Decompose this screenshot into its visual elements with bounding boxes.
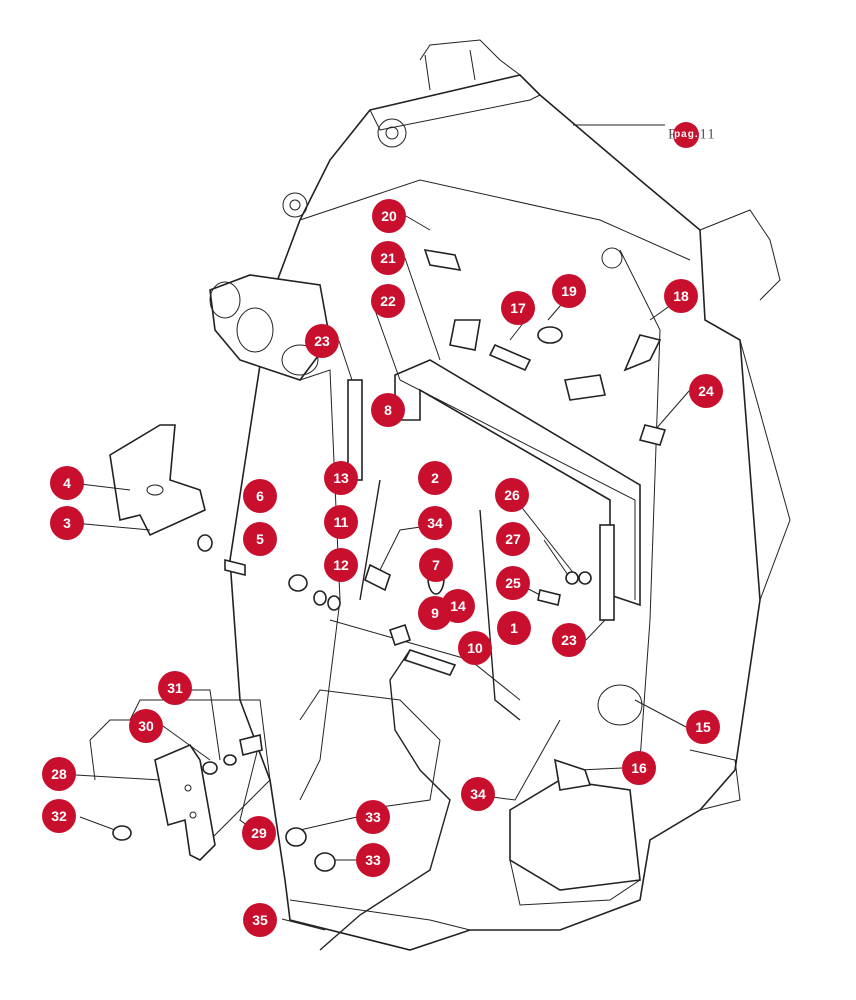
callout-6[interactable]: 6 <box>243 479 277 513</box>
page-reference: Ppag.11 <box>668 122 716 148</box>
callout-12[interactable]: 12 <box>324 548 358 582</box>
water-pipe <box>359 479 521 721</box>
callout-17[interactable]: 17 <box>501 291 535 325</box>
page-ref-prefix: P <box>668 126 677 142</box>
callout-8[interactable]: 8 <box>371 393 405 427</box>
callout-4[interactable]: 4 <box>50 466 84 500</box>
callout-19[interactable]: 19 <box>552 274 586 308</box>
callout-31[interactable]: 31 <box>158 671 192 705</box>
callout-33-lower[interactable]: 33 <box>356 843 390 877</box>
callout-1[interactable]: 1 <box>497 611 531 645</box>
callout-34-lower[interactable]: 34 <box>461 777 495 811</box>
callout-24[interactable]: 24 <box>689 374 723 408</box>
seal-strip-right <box>599 524 615 621</box>
callout-33-upper[interactable]: 33 <box>356 800 390 834</box>
small-parts <box>112 248 667 872</box>
callout-21[interactable]: 21 <box>371 241 405 275</box>
callout-29[interactable]: 29 <box>242 816 276 850</box>
callout-25[interactable]: 25 <box>496 566 530 600</box>
page-ref-badge: pag. <box>673 122 700 148</box>
callout-16[interactable]: 16 <box>622 751 656 785</box>
callout-27[interactable]: 27 <box>496 522 530 556</box>
coiled-hose <box>597 684 643 726</box>
callout-22[interactable]: 22 <box>371 284 405 318</box>
hinge-plate <box>154 744 216 861</box>
callout-13[interactable]: 13 <box>324 461 358 495</box>
bracket-assembly <box>109 424 206 537</box>
cab-frame <box>89 39 791 951</box>
callout-5[interactable]: 5 <box>243 522 277 556</box>
callout-23-lower[interactable]: 23 <box>552 623 586 657</box>
callout-15[interactable]: 15 <box>686 710 720 744</box>
wiring-harness <box>319 649 451 951</box>
front-lamp-housing <box>209 274 331 381</box>
callout-11[interactable]: 11 <box>324 505 358 539</box>
callout-18[interactable]: 18 <box>664 279 698 313</box>
callout-32[interactable]: 32 <box>42 799 76 833</box>
callout-34-upper[interactable]: 34 <box>418 506 452 540</box>
callout-23-upper[interactable]: 23 <box>305 324 339 358</box>
callout-26[interactable]: 26 <box>495 478 529 512</box>
callout-28[interactable]: 28 <box>42 757 76 791</box>
callout-14[interactable]: 14 <box>441 589 475 623</box>
callout-3[interactable]: 3 <box>50 506 84 540</box>
callout-35[interactable]: 35 <box>243 903 277 937</box>
callout-30[interactable]: 30 <box>129 709 163 743</box>
page-ref-suffix: 11 <box>699 126 716 143</box>
callout-7[interactable]: 7 <box>419 548 453 582</box>
callout-2[interactable]: 2 <box>418 461 452 495</box>
callout-10[interactable]: 10 <box>458 631 492 665</box>
callout-20[interactable]: 20 <box>372 199 406 233</box>
